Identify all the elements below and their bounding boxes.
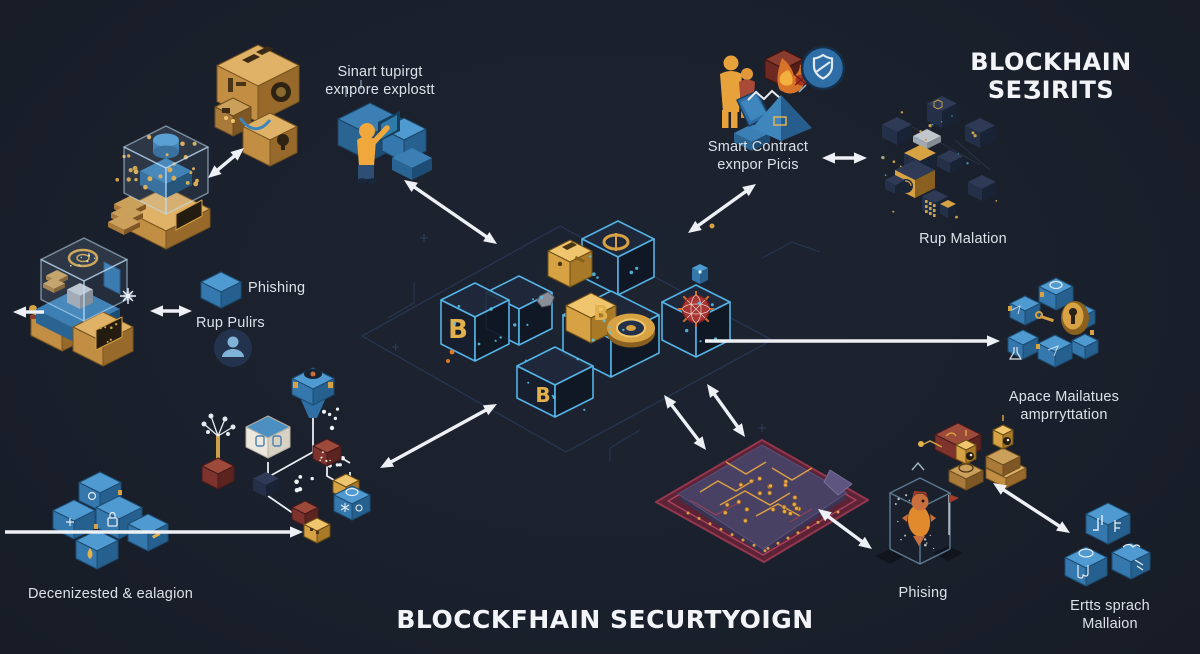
title-top-right: BLOCKHAIN SEƷIRITS: [970, 48, 1132, 104]
mining-hardware-crates-illustration: [214, 44, 300, 167]
smart-contract-exploit-illustration: [720, 45, 846, 151]
phishing-wireframe-illustration: [875, 461, 963, 565]
label-line: Smart Contract: [707, 139, 809, 155]
label-exchange-exploit: Sinart tupirgt exnpore explostt: [295, 63, 465, 99]
label-line: amprryttation: [1020, 407, 1108, 424]
label-rug-malation: Rup Malation: [919, 231, 1007, 247]
label-line: exnpore explostt: [325, 82, 435, 99]
circuit-board-illustration: [655, 439, 869, 563]
surveillance-crates-illustration: [918, 415, 1027, 491]
analyst-terminal-illustration: [337, 80, 432, 184]
svg-text:B: B: [448, 315, 468, 345]
encryption-lock-cubes-illustration: [1007, 277, 1099, 368]
label-apace-mailatues: Apace Mailatues amprryttation: [974, 388, 1154, 424]
label-smart-contract: Smart Contract exnpor Picis: [672, 138, 844, 174]
encrypted-cube-grid-illustration: [880, 96, 998, 219]
node-network-illustration: [201, 367, 371, 544]
svg-text:B: B: [593, 301, 608, 325]
decentralized-cubes-illustration: [52, 471, 169, 570]
label-line: exnpor Picis: [717, 157, 799, 174]
label-phishing: Phishing: [248, 280, 306, 296]
user-avatar-icon: [214, 329, 252, 367]
mining-rig-glass-cube-illustration: [108, 125, 211, 250]
label-line: Mallaion: [1082, 616, 1138, 633]
label-rug-pulls: Rup Pulirs: [196, 315, 265, 331]
vault-glass-case-illustration: [29, 237, 136, 367]
blockchain-cubes-illustration: B B B: [440, 220, 731, 418]
label-line: Apace Mailatues: [1008, 389, 1120, 405]
title-bottom: BLOCCKFHAIN SECURTYOIGN: [396, 605, 814, 634]
phishing-cube-icon: [200, 271, 242, 309]
malware-cubes-illustration: [1064, 502, 1151, 587]
label-line: Sinart tupirgt: [337, 64, 423, 80]
connector-arrows: [5, 148, 1070, 549]
label-decentralized: Decenizested & ealagion: [28, 586, 194, 602]
label-erts-sprach: Ertts sprach Mallaion: [1046, 597, 1174, 633]
svg-text:B: B: [535, 383, 550, 407]
label-line: Ertts sprach: [1070, 598, 1150, 614]
label-phising: Phising: [898, 585, 948, 601]
